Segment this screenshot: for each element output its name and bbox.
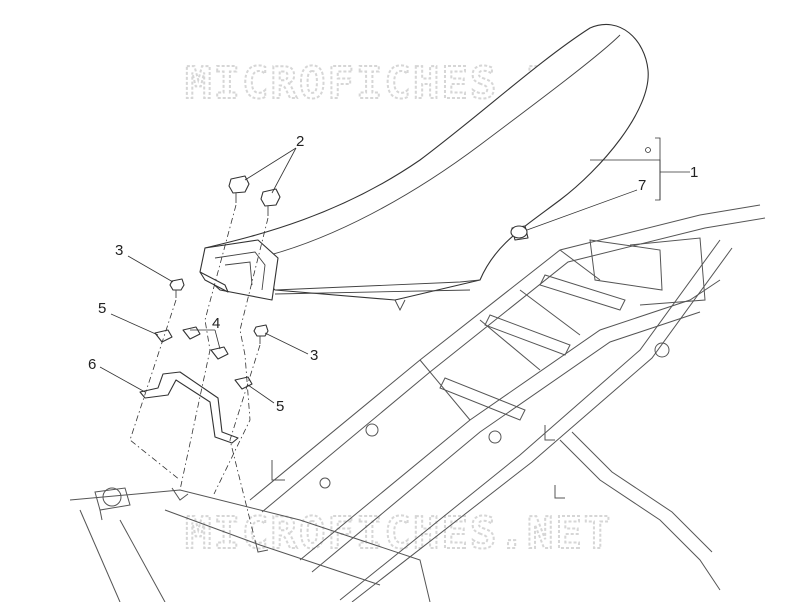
- callout-6: 6: [88, 356, 96, 373]
- seat: [204, 23, 649, 312]
- callout-5-lower: 5: [276, 398, 284, 415]
- body-panel: [69, 487, 431, 602]
- bolt-3: [169, 278, 269, 344]
- buffer-7: [510, 225, 529, 241]
- callout-4: 4: [212, 315, 220, 332]
- bracket-6: [139, 371, 239, 444]
- seat-hook: [199, 239, 279, 301]
- watermark-bottom: MICROFICHES.NET: [185, 508, 612, 559]
- callout-1: 1: [690, 164, 698, 181]
- callout-3-lower: 3: [310, 347, 318, 364]
- callout-3-upper: 3: [115, 242, 123, 259]
- callout-7: 7: [638, 177, 646, 194]
- callout-2: 2: [296, 133, 304, 150]
- rear-frame: [249, 204, 766, 602]
- bolt-2: [228, 175, 281, 216]
- assembly-lines: [129, 204, 269, 541]
- callout-5-upper: 5: [98, 300, 106, 317]
- leader-lines: [99, 137, 690, 404]
